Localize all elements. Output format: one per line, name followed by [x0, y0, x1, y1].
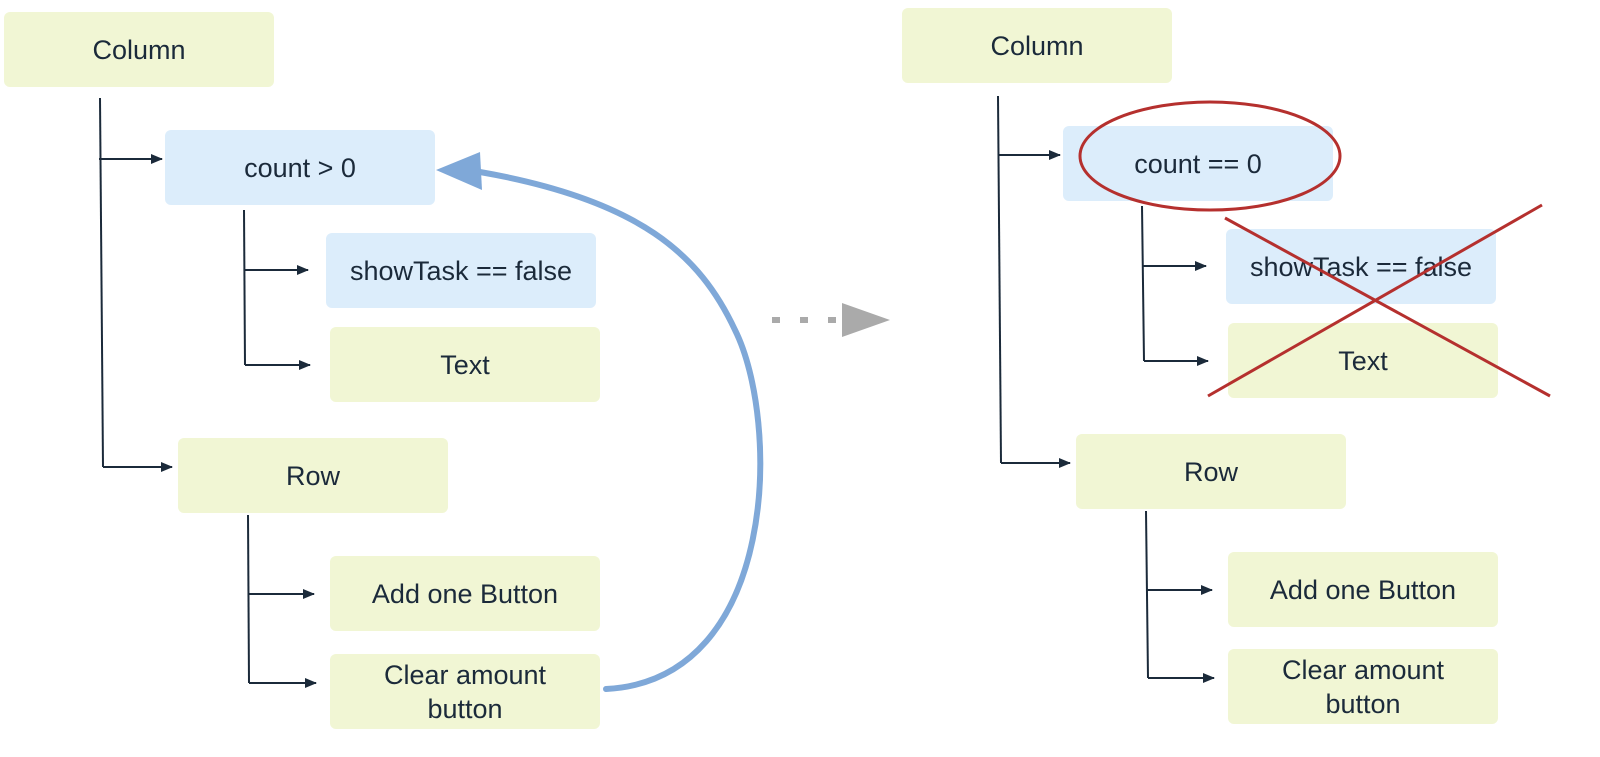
- recompose-arrow: [477, 169, 764, 692]
- add-one-button-node-after: Add one Button: [1228, 552, 1498, 627]
- recompose-arrowhead: [436, 152, 482, 190]
- clear-amount-button-node-after: Clear amount button: [1228, 649, 1498, 724]
- clear-amount-button-label: Clear amount button: [383, 659, 547, 724]
- add-one-button-label: Add one Button: [371, 578, 559, 609]
- add-one-button-label-after: Add one Button: [1269, 574, 1457, 605]
- clear-amount-button-label-after: Clear amount button: [1281, 654, 1445, 719]
- add-one-button-node: Add one Button: [330, 556, 600, 631]
- condition-node: count > 0: [165, 130, 435, 205]
- strike-line-a: [1224, 216, 1551, 398]
- strike-line-b: [1207, 203, 1543, 398]
- highlight-ellipse: [1078, 100, 1342, 212]
- column-label: Column: [92, 34, 186, 65]
- tree-after-connectors: [997, 95, 1215, 683]
- row-node-after: Row: [1076, 434, 1346, 509]
- text-label: Text: [440, 349, 490, 380]
- text-node: Text: [330, 327, 600, 402]
- column-node-after: Column: [902, 8, 1172, 83]
- tree-before: Column count > 0 showTask == false Text …: [0, 0, 780, 757]
- condition-label-after: count == 0: [1134, 148, 1262, 179]
- condition-label: count > 0: [244, 152, 356, 183]
- show-task-label: showTask == false: [349, 255, 573, 286]
- row-node: Row: [178, 438, 448, 513]
- column-node: Column: [4, 12, 274, 87]
- row-label-after: Row: [1183, 456, 1238, 487]
- text-label-after: Text: [1338, 345, 1388, 376]
- show-task-node: showTask == false: [326, 233, 596, 308]
- tree-before-connectors: [99, 97, 317, 688]
- column-label-after: Column: [990, 30, 1084, 61]
- transition-arrowhead: [842, 303, 890, 337]
- row-label: Row: [285, 460, 340, 491]
- clear-amount-button-node: Clear amount button: [330, 654, 600, 729]
- text-node-after: Text: [1228, 323, 1498, 398]
